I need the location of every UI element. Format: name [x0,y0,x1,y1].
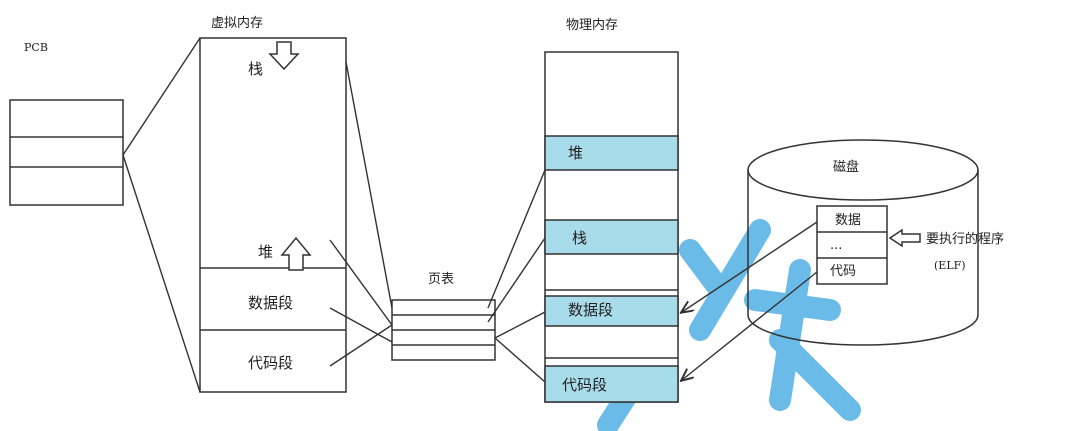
physical-memory-box [544,51,679,403]
program-label: 要执行的程序 [926,232,1005,247]
vm-stack-label: 栈 [248,60,264,78]
vm-code-segment-label: 代码段 [248,354,294,372]
page-table-title: 页表 [428,272,455,287]
pcb-label: PCB [24,41,48,54]
virtual-memory-title: 虚拟内存 [211,16,264,31]
disk-title: 磁盘 [833,160,860,175]
disk-cylinder [747,139,979,346]
virtual-memory-box [199,37,347,393]
pm-code-segment-label: 代码段 [562,376,608,394]
pm-data-segment-label: 数据段 [568,301,614,319]
page-table-to-pm-lines [487,169,546,383]
elf-label: (ELF) [934,259,966,272]
heap-growth-up-icon [280,236,312,271]
vm-heap-label: 堆 [258,243,274,261]
page-table-box [391,299,496,361]
physical-memory-title: 物理内存 [566,18,619,33]
pcb-box [9,99,124,206]
disk-to-pm-arrows [682,221,818,380]
program-pointer-icon [888,228,921,248]
disk-row-data: 数据 [835,213,862,228]
vm-to-page-table-lines [329,61,393,367]
vm-data-segment-label: 数据段 [248,294,294,312]
pm-stack-label: 栈 [572,229,588,247]
stack-growth-down-icon [268,41,300,71]
pcb-to-vm-lines [122,37,201,393]
disk-program-table [816,205,888,285]
disk-row-code: 代码 [830,264,857,279]
pm-heap-label: 堆 [568,144,584,162]
disk-row-ellipsis: ... [830,238,843,253]
